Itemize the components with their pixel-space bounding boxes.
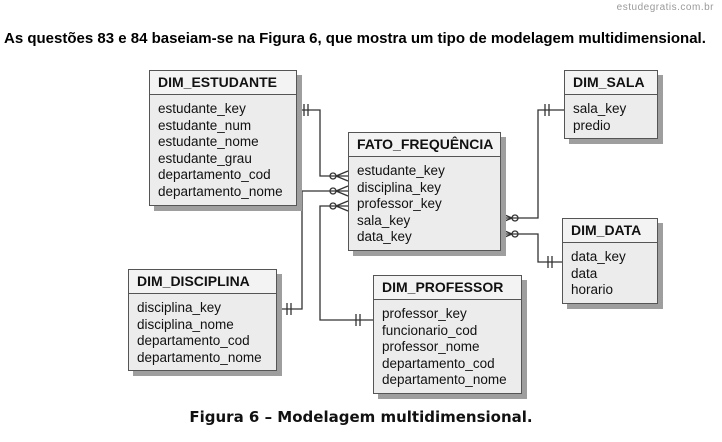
attribute: departamento_nome xyxy=(382,372,507,388)
attribute: estudante_nome xyxy=(158,134,259,150)
link-sala-fato xyxy=(500,109,564,219)
link-data-fato xyxy=(500,233,562,263)
entity-dim-professor: DIM_PROFESSOR professor_key funcionario_… xyxy=(373,275,522,394)
attribute: professor_key xyxy=(357,196,442,212)
entity-fato-frequencia: FATO_FREQUÊNCIA estudante_key disciplina… xyxy=(348,132,501,251)
attribute: data xyxy=(571,265,598,281)
entity-name: DIM_SALA xyxy=(565,71,657,95)
attribute: professor_nome xyxy=(382,339,480,355)
entity-name: DIM_DISCIPLINA xyxy=(129,270,276,294)
attribute: horario xyxy=(571,282,614,298)
zero-mark-sala xyxy=(511,214,519,222)
entity-dim-sala: DIM_SALA sala_key predio xyxy=(564,70,658,140)
attribute: data_key xyxy=(357,229,412,245)
crowfoot-data xyxy=(499,228,513,240)
crowfoot-disciplina xyxy=(335,185,349,197)
zero-mark-disciplina xyxy=(329,187,337,195)
attribute: sala_key xyxy=(573,101,627,116)
crowfoot-professor xyxy=(335,200,349,212)
attribute: estudante_num xyxy=(158,117,252,133)
attribute: professor_key xyxy=(382,306,467,321)
attribute: disciplina_key xyxy=(357,179,442,195)
attribute: estudante_grau xyxy=(158,150,252,166)
attribute: estudante_key xyxy=(158,101,246,116)
attribute: departamento_nome xyxy=(158,183,283,199)
attribute: departamento_cod xyxy=(382,355,495,371)
attribute: estudante_key xyxy=(357,163,445,178)
entity-dim-estudante: DIM_ESTUDANTE estudante_key estudante_nu… xyxy=(149,70,297,206)
zero-mark-estudante xyxy=(329,172,337,180)
zero-mark-data xyxy=(511,230,519,238)
attribute: predio xyxy=(573,117,611,133)
attribute: data_key xyxy=(571,249,626,264)
figure-caption: Figura 6 – Modelagem multidimensional. xyxy=(189,408,533,426)
attribute: disciplina_nome xyxy=(137,316,234,332)
link-professor-fato xyxy=(319,205,373,321)
attribute: departamento_cod xyxy=(158,167,271,183)
entity-name: FATO_FREQUÊNCIA xyxy=(349,133,500,157)
attribute: funcionario_cod xyxy=(382,322,478,338)
attribute: departamento_nome xyxy=(137,349,262,365)
link-estudante-fato xyxy=(296,109,348,177)
crowfoot-sala xyxy=(499,212,513,224)
watermark: estudegratis.com.br xyxy=(616,2,714,13)
attribute: departamento_cod xyxy=(137,333,250,349)
entity-name: DIM_ESTUDANTE xyxy=(150,71,296,95)
entity-name: DIM_DATA xyxy=(563,219,657,243)
question-heading: As questões 83 e 84 baseiam-se na Figura… xyxy=(4,30,706,47)
entity-dim-disciplina: DIM_DISCIPLINA disciplina_key disciplina… xyxy=(128,269,277,372)
attribute: sala_key xyxy=(357,212,411,228)
entity-dim-data: DIM_DATA data_key data horario xyxy=(562,218,658,304)
attribute: disciplina_key xyxy=(137,300,222,315)
link-disciplina-fato xyxy=(276,190,348,310)
entity-name: DIM_PROFESSOR xyxy=(374,276,521,300)
zero-mark-professor xyxy=(329,202,337,210)
crowfoot-estudante xyxy=(335,170,349,182)
